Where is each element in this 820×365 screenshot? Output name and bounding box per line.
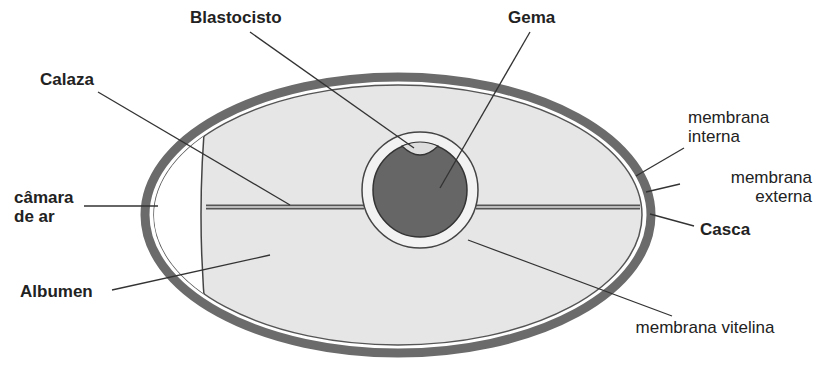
air-chamber-edge — [201, 60, 212, 365]
leader-line — [468, 240, 672, 316]
part-label: Albumen — [20, 282, 93, 301]
leader-line — [440, 32, 530, 188]
part-label: Blastocisto — [190, 8, 282, 27]
vitelline-membrane — [362, 132, 478, 248]
shell — [145, 77, 651, 353]
yolk — [373, 143, 467, 237]
part-label: Calaza — [40, 70, 94, 89]
leader-line — [112, 255, 270, 290]
chalaza — [206, 206, 364, 208]
leader-line — [650, 214, 694, 226]
part-label: câmara de ar — [14, 188, 84, 226]
leader-line — [646, 184, 680, 192]
part-label: Gema — [508, 8, 555, 27]
part-label: membrana vitelina — [630, 318, 780, 337]
chalaza — [206, 205, 364, 210]
leader-line — [84, 205, 158, 206]
leader-line — [250, 32, 414, 148]
part-label: Casca — [700, 220, 750, 239]
part-label: membrana externa — [700, 168, 812, 206]
leader-line — [636, 148, 684, 176]
part-label: membrana interna — [688, 108, 788, 146]
chalaza — [476, 206, 640, 208]
albumen-area — [154, 85, 642, 345]
chalaza — [476, 205, 640, 210]
leader-line — [98, 92, 290, 205]
